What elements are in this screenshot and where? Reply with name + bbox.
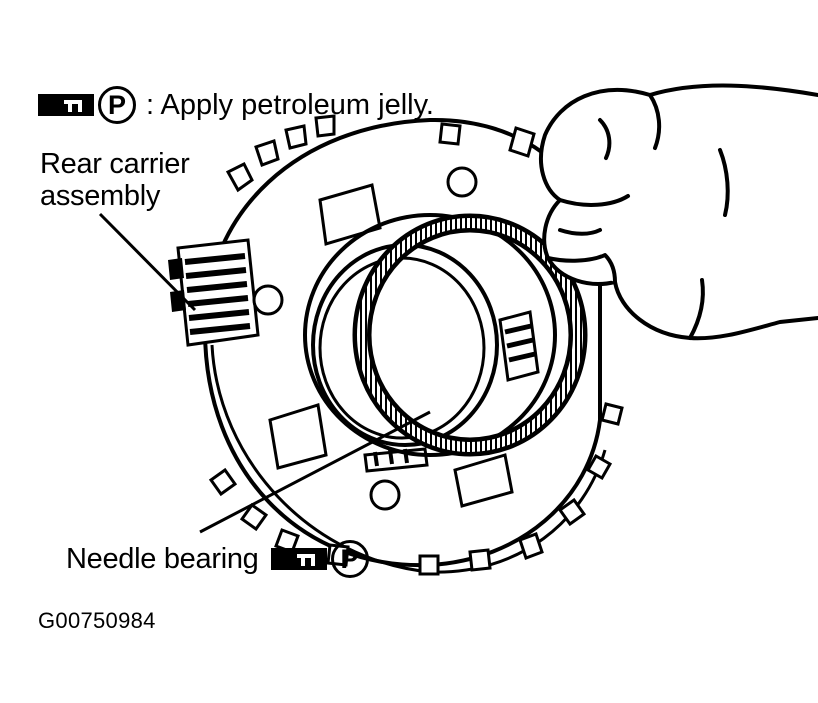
needle-bearing-label: Needle bearing (66, 542, 259, 575)
leader-lines (98, 212, 431, 534)
carrier-teeth (208, 114, 624, 576)
needle-bearing-ring (352, 213, 588, 457)
carrier-holes (252, 166, 514, 511)
legend: P : Apply petroleum jelly. (38, 86, 434, 124)
pinion-gear-left (168, 238, 260, 347)
needle-bearing-leader-line (199, 410, 431, 534)
grease-applicator-icon (38, 92, 94, 118)
circled-p-icon: P (98, 86, 136, 124)
grease-applicator-icon (270, 546, 327, 572)
legend-text: : Apply petroleum jelly. (146, 88, 434, 121)
rear-carrier-label-line1: Rear carrier (40, 148, 190, 180)
hand-illustration (539, 83, 818, 341)
inner-pinion-gears (363, 310, 540, 473)
carrier-outer-disk (202, 117, 607, 574)
circled-p-icon: P (330, 540, 369, 578)
rear-carrier-label-line2: assembly (40, 180, 161, 212)
rear-carrier-leader-line (98, 212, 197, 312)
figure-code: G00750984 (38, 608, 156, 633)
needle-bearing-callout: Needle bearing P (66, 540, 369, 578)
